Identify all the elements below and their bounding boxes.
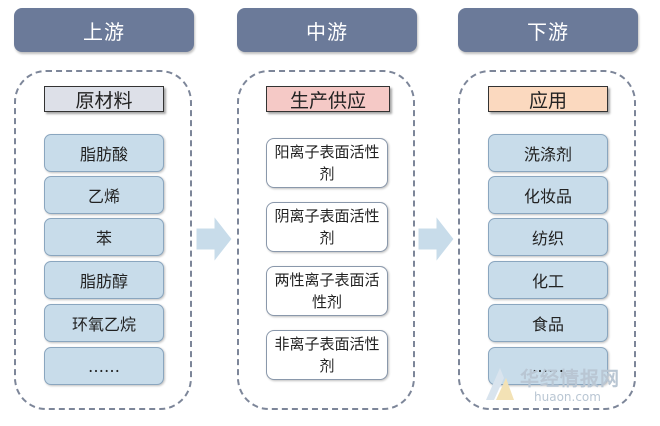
production-supply-label: 生产供应 bbox=[266, 86, 390, 112]
upstream-item: 环氧乙烷 bbox=[44, 304, 164, 342]
downstream-item: …… bbox=[488, 347, 608, 385]
downstream-header: 下游 bbox=[458, 8, 638, 52]
midstream-panel bbox=[237, 70, 415, 410]
flow-arrow-right-icon bbox=[418, 214, 455, 264]
downstream-item: 洗涤剂 bbox=[488, 134, 608, 172]
midstream-header: 中游 bbox=[237, 8, 417, 52]
watermark: 华经情报网 huaon.com bbox=[474, 360, 654, 410]
upstream-item: …… bbox=[44, 347, 164, 385]
downstream-item: 化妆品 bbox=[488, 176, 608, 214]
midstream-item: 两性离子表面活性剂 bbox=[266, 266, 388, 316]
upstream-item: 脂肪醇 bbox=[44, 261, 164, 299]
midstream-item: 阳离子表面活性剂 bbox=[266, 138, 388, 188]
upstream-item: 苯 bbox=[44, 218, 164, 256]
midstream-item: 非离子表面活性剂 bbox=[266, 330, 388, 380]
upstream-panel bbox=[14, 70, 192, 410]
raw-materials-label: 原材料 bbox=[44, 86, 164, 112]
flow-arrow-right-icon bbox=[196, 214, 233, 264]
applications-label: 应用 bbox=[488, 86, 608, 112]
midstream-item: 阴离子表面活性剂 bbox=[266, 202, 388, 252]
downstream-item: 食品 bbox=[488, 304, 608, 342]
upstream-item: 脂肪酸 bbox=[44, 134, 164, 172]
upstream-item: 乙烯 bbox=[44, 176, 164, 214]
watermark-url: huaon.com bbox=[534, 390, 601, 404]
downstream-item: 纺织 bbox=[488, 218, 608, 256]
logo-icon bbox=[486, 368, 514, 400]
upstream-header: 上游 bbox=[14, 8, 194, 52]
downstream-item: 化工 bbox=[488, 261, 608, 299]
downstream-panel bbox=[458, 70, 636, 410]
watermark-name: 华经情报网 bbox=[520, 368, 621, 390]
